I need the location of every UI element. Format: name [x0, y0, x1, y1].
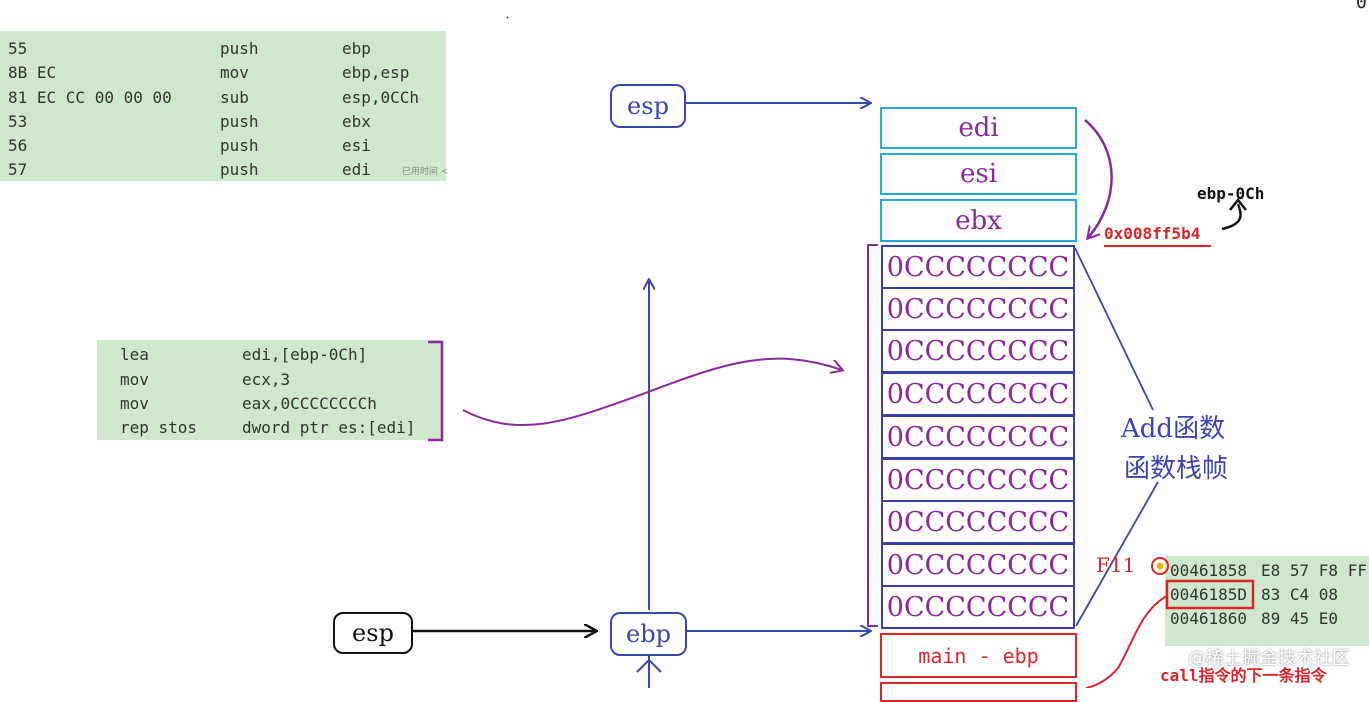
stack-fill-cell: 0CCCCCCCC [881, 372, 1075, 416]
init-arg: edi,[ebp-0Ch] [242, 345, 368, 364]
init-op: mov [120, 370, 149, 389]
f11-marker-icon [1151, 557, 1169, 575]
prologue-arg: ebx [342, 112, 371, 131]
prologue-arg: ebp,esp [342, 63, 410, 82]
prologue-arg: esi [342, 136, 371, 155]
disasm-addr-highlighted: 0046185D [1170, 585, 1248, 604]
watermark: @稀土掘金技术社区 [1188, 648, 1350, 669]
stack-fill-cell: 0CCCCCCCC [881, 543, 1075, 587]
ebp-offset-label: ebp-0Ch [1197, 184, 1265, 203]
stack-fill-cell: 0CCCCCCCC [881, 287, 1075, 331]
prologue-arg: ebp [342, 39, 371, 58]
prologue-op: push [220, 112, 259, 131]
prologue-bytes: 56 [8, 136, 28, 155]
stack-edi: edi [880, 107, 1077, 149]
f11-label: F11 [1096, 553, 1136, 577]
disasm-bytes: 89 45 E0 [1261, 609, 1339, 628]
call-note-label: call指令的下一条指令 [1160, 666, 1327, 685]
disasm-addr: 00461858 [1170, 561, 1248, 580]
stack-fill-cell: 0CCCCCCCC [881, 458, 1075, 502]
esp-top-pill: esp [610, 84, 686, 128]
disasm-bytes: E8 57 F8 FF [1261, 561, 1367, 580]
tiny-dot [506, 16, 509, 19]
disasm-panel: 00461858 E8 57 F8 FF 0046185D 83 C4 08 0… [1165, 556, 1369, 646]
frame-label-line-bottom [1075, 481, 1159, 627]
prologue-hint: 已用时间 < [402, 167, 449, 177]
frame-label-line-top [1074, 247, 1154, 411]
init-op: rep stos [120, 418, 198, 437]
init-arg: ecx,3 [242, 370, 291, 389]
stack-next-cell [880, 682, 1077, 702]
stack-esi: esi [880, 153, 1077, 195]
prologue-code-panel: 55 push ebp 8B EC mov ebp,esp 81 EC CC 0… [0, 31, 449, 181]
prologue-op: push [220, 136, 259, 155]
esp-left-pill: esp [333, 612, 413, 654]
ebp-down-arrowhead [636, 658, 662, 673]
corner-glyph: 0 [1356, 0, 1367, 13]
init-arg: dword ptr es:[edi] [242, 418, 416, 437]
disasm-bytes: 83 C4 08 [1261, 585, 1339, 604]
prologue-arg: esp,0CCh [342, 88, 420, 107]
stack-ebx: ebx [880, 199, 1077, 242]
stack-main-ebp: main - ebp [880, 633, 1077, 678]
init-op: lea [120, 345, 149, 364]
frame-label-line2: 函数栈帧 [1124, 454, 1229, 484]
prologue-bytes: 81 EC CC 00 00 00 [8, 88, 172, 107]
prologue-bytes: 57 [8, 160, 28, 179]
stack-fill-cell: 0CCCCCCCC [881, 415, 1075, 459]
frame-label-line1: Add函数 [1121, 414, 1226, 444]
prologue-bytes: 8B EC [8, 63, 57, 82]
prologue-op: mov [220, 63, 249, 82]
fill-region-bracket [867, 244, 878, 627]
address-label: 0x008ff5b4 [1104, 224, 1201, 243]
init-op: mov [120, 394, 149, 413]
f11-marker-dot [1156, 562, 1164, 570]
init-arg: eax,0CCCCCCCCh [242, 394, 377, 413]
prologue-op: push [220, 39, 259, 58]
edi-to-address-curve [1084, 119, 1113, 238]
address-to-ebp-offset-arrow [1221, 203, 1242, 231]
prologue-op: sub [220, 88, 249, 107]
disasm-addr: 00461860 [1170, 609, 1248, 628]
return-address-highlight [1165, 579, 1255, 610]
init-code-bracket [428, 340, 444, 442]
init-code-panel: lea edi,[ebp-0Ch] mov ecx,3 mov eax,0CCC… [97, 340, 442, 440]
return-address-to-stack-curve [1085, 595, 1168, 688]
stack-fill-cell: 0CCCCCCCC [881, 245, 1075, 289]
init-code-to-stack-curve [462, 357, 842, 427]
ebp-pill: ebp [610, 612, 687, 656]
prologue-op: push [220, 160, 259, 179]
prologue-bytes: 55 [8, 39, 28, 58]
stack-fill-cell: 0CCCCCCCC [881, 500, 1075, 544]
stack-fill-cell: 0CCCCCCCC [881, 585, 1075, 629]
prologue-arg: edi [342, 160, 371, 179]
prologue-bytes: 53 [8, 112, 28, 131]
address-to-ebp-offset-arrowhead [1229, 197, 1247, 211]
stack-fill-cell: 0CCCCCCCC [881, 329, 1075, 373]
